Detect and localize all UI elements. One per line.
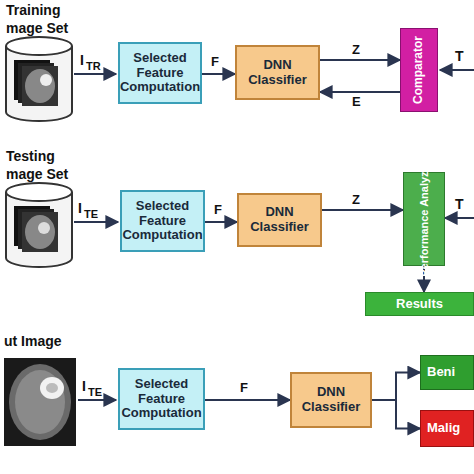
analyzer-box: Performance Analyzer	[403, 172, 445, 266]
target-arrow	[440, 69, 474, 71]
feature-box: Selected Feature Computation	[118, 368, 205, 430]
diagram-label: Training	[6, 2, 60, 18]
feature-box: Selected Feature Computation	[120, 190, 205, 252]
input-arrow	[74, 73, 116, 75]
feature-box: Selected Feature Computation	[118, 42, 202, 104]
flow-arrow	[205, 221, 237, 223]
edge-label: Z	[352, 192, 360, 207]
diagram-label: ut Image	[4, 333, 62, 349]
edge-label: F	[240, 380, 248, 395]
edge-label: Z	[352, 42, 360, 57]
diagram-label: T	[455, 48, 464, 64]
flow-arrow	[205, 399, 290, 401]
flow-arrow	[372, 400, 420, 429]
target-arrow	[445, 217, 474, 219]
results-band: Results	[365, 292, 474, 316]
node-text: DNN Classifier	[237, 58, 318, 88]
flow-arrow	[320, 91, 400, 93]
node-text: DNN Classifier	[292, 385, 370, 415]
flow-arrow	[372, 373, 420, 401]
edge-label: F	[211, 54, 219, 69]
node-text: Performance Analyzer	[418, 161, 431, 277]
diagram-label: TR	[86, 60, 101, 72]
mri-image	[4, 358, 76, 446]
node-text: Beni	[427, 365, 455, 380]
diagram-label: mage Set	[6, 166, 68, 182]
flow-arrow	[322, 209, 403, 211]
node-text: DNN Classifier	[239, 205, 320, 235]
classifier-box: DNN Classifier	[237, 193, 322, 247]
node-text: Selected Feature Computation	[120, 51, 200, 96]
diagram-label: T	[455, 196, 464, 212]
flow-arrow	[202, 73, 235, 75]
malignant-box: Malig	[420, 410, 474, 447]
node-text: Comparator	[412, 36, 426, 104]
classifier-box: DNN Classifier	[235, 45, 320, 100]
input-arrow	[78, 399, 116, 401]
benign-box: Beni	[420, 355, 474, 390]
node-text: Malig	[427, 421, 460, 436]
node-text: Selected Feature Computation	[120, 377, 203, 422]
database-cylinder	[6, 37, 72, 121]
flow-arrow	[320, 59, 400, 61]
diagram-label: I	[78, 200, 82, 216]
comparator-box: Comparator	[400, 28, 438, 112]
edge-label: E	[352, 94, 361, 109]
diagram-label: I	[80, 52, 84, 68]
input-arrow	[74, 221, 118, 223]
database-cylinder	[6, 183, 72, 267]
diagram-label: mage Set	[6, 20, 68, 36]
node-text: Selected Feature Computation	[122, 199, 203, 244]
diagram-label: Testing	[6, 148, 55, 164]
classifier-box: DNN Classifier	[290, 372, 372, 428]
edge-label: F	[214, 202, 222, 217]
diagram-label: I	[82, 378, 86, 394]
diagram-label: TE	[84, 208, 98, 220]
node-text: Results	[396, 297, 443, 312]
diagram-label: TE	[88, 386, 102, 398]
